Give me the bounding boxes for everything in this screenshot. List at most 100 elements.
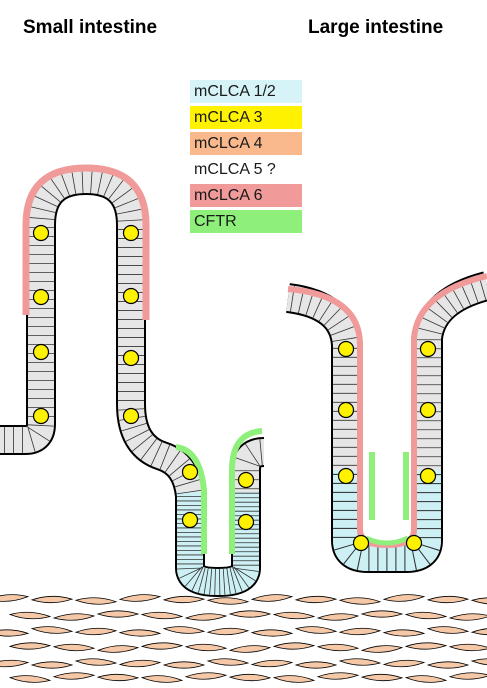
muscle-cell [52, 672, 96, 680]
muscle-cell [316, 672, 360, 680]
muscle-cell [96, 610, 140, 618]
goblet-cell [32, 407, 50, 425]
cell-divider [150, 441, 163, 466]
large-cftr-base [364, 535, 410, 546]
muscle-cell [228, 645, 272, 653]
cell-divider [198, 567, 206, 593]
legend-cftr: CFTR [190, 210, 302, 233]
muscle-cell [184, 613, 228, 621]
goblet-cell [337, 340, 355, 358]
cell-divider [103, 171, 115, 197]
muscle-layer [0, 594, 487, 683]
small-crypt-base [177, 492, 259, 596]
muscle-cell [140, 611, 184, 620]
muscle-cell [470, 628, 487, 636]
cell-divider [121, 423, 147, 432]
legend: mCLCA 1/2 mCLCA 3 mCLCA 4 mCLCA 5 ? mCLC… [190, 80, 302, 236]
goblet-cell [405, 534, 423, 552]
muscle-cell [206, 658, 250, 666]
muscle-cell [404, 642, 448, 650]
muscle-cell [118, 594, 162, 602]
small-intestine-title: Small intestine [23, 17, 158, 38]
goblet-cell [181, 511, 199, 529]
cell-divider [232, 567, 243, 592]
goblet-cell [32, 224, 50, 242]
cell-divider [232, 567, 259, 572]
goblet-cell [237, 513, 255, 531]
muscle-cell [162, 626, 206, 634]
muscle-cell [118, 659, 162, 668]
muscle-cell [360, 645, 404, 653]
muscle-cell [470, 658, 487, 666]
muscle-cell [74, 627, 118, 636]
cell-divider [27, 426, 36, 452]
muscle-cell [74, 658, 118, 666]
goblet-cell [337, 467, 355, 485]
goblet-cell [122, 224, 140, 242]
cell-divider [209, 568, 213, 595]
cell-divider [39, 184, 61, 203]
muscle-cell [448, 643, 487, 652]
goblet-cell [419, 401, 437, 419]
muscle-cell [294, 661, 338, 669]
muscle-cell [338, 627, 382, 636]
muscle-cell [0, 594, 30, 602]
muscle-cell [294, 595, 338, 604]
muscle-cell [162, 661, 206, 669]
cell-divider [28, 217, 55, 220]
goblet-cells [32, 224, 437, 552]
legend-mclca-3: mCLCA 3 [190, 106, 302, 129]
muscle-cell [74, 597, 118, 605]
muscle-cell [30, 626, 74, 634]
cell-divider [191, 566, 204, 591]
cell-divider [117, 219, 144, 222]
cell-divider [140, 438, 157, 460]
muscle-cell [426, 661, 470, 669]
goblet-cell [419, 340, 437, 358]
cell-divider [330, 325, 356, 336]
muscle-cell [118, 629, 162, 637]
goblet-cell [237, 471, 255, 489]
cell-divider [112, 187, 134, 204]
cell-divider [226, 568, 231, 595]
cell-divider [165, 450, 181, 473]
muscle-cell [184, 672, 228, 680]
muscle-cell [338, 658, 382, 666]
muscle-cell [96, 673, 140, 682]
legend-mclca-1-2: mCLCA 1/2 [190, 80, 302, 103]
cell-divider [49, 176, 65, 199]
muscle-cell [0, 629, 30, 637]
goblet-cell [352, 534, 370, 552]
cell-divider [426, 306, 448, 323]
small-cftr-right [229, 428, 263, 554]
muscle-cell [360, 610, 404, 618]
large-intestine-epithelium-outline [285, 271, 487, 573]
cell-divider [33, 195, 58, 207]
cell-divider [27, 424, 54, 427]
muscle-cell [140, 642, 184, 650]
cell-divider [116, 208, 143, 215]
small-cftr-left [175, 444, 207, 554]
cell-divider [328, 315, 351, 331]
cell-divider [203, 568, 209, 595]
muscle-cell [228, 673, 272, 682]
cell-divider [332, 336, 359, 342]
muscle-cell [316, 613, 360, 621]
muscle-cell [272, 675, 316, 683]
muscle-cell [228, 610, 272, 618]
cell-divider [233, 566, 256, 582]
muscle-cell [206, 627, 250, 636]
legend-mclca-6: mCLCA 6 [190, 184, 302, 207]
cell-divider [179, 566, 203, 579]
cell-divider [159, 444, 171, 470]
muscle-cell [250, 629, 294, 637]
cell-divider [233, 566, 250, 588]
goblet-cell [32, 288, 50, 306]
cell-divider [177, 567, 204, 570]
goblet-cell [32, 343, 50, 361]
cell-divider [176, 489, 203, 495]
cell-divider [259, 439, 263, 466]
muscle-cell [250, 594, 294, 602]
membrane-markers [22, 164, 487, 554]
